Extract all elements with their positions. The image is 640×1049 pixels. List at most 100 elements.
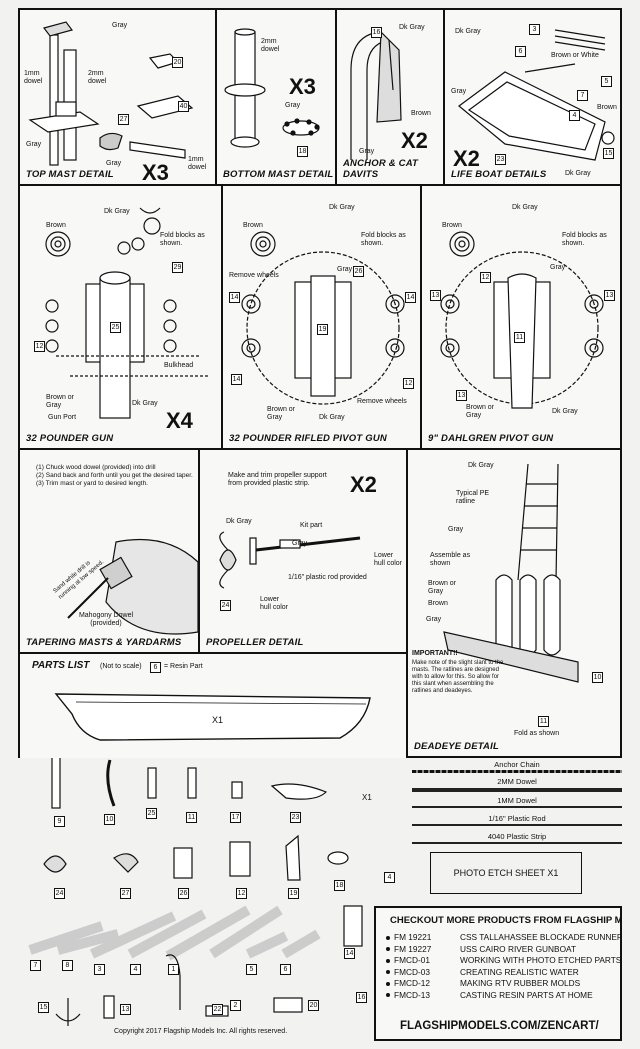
panel-title: 32 POUNDER GUN xyxy=(26,433,114,444)
part-number: 3 xyxy=(94,964,105,975)
label-gray: Gray xyxy=(337,266,353,273)
rod-label: 1/16" Plastic Rod xyxy=(488,814,546,823)
hull-multiplier: X1 xyxy=(212,715,224,725)
multiplier: X2 xyxy=(350,472,377,497)
label-gray: Gray xyxy=(451,88,467,95)
label-1mm-dowel: 1mm dowel xyxy=(188,156,207,171)
label-brown: Brown xyxy=(428,600,448,607)
label-remove-wheels: Remove wheels xyxy=(357,398,407,405)
bottom-mast-panel: 2mm dowel X3 Gray 18 BOTTOM MAST DETAIL xyxy=(215,8,337,186)
panel-title: LIFE BOAT DETAILS xyxy=(451,169,547,180)
part-number: 16 xyxy=(371,27,382,38)
multiplier: X2 xyxy=(401,128,428,153)
panel-title: ANCHOR & CAT DAVITS xyxy=(343,158,419,180)
plastic-rod-line xyxy=(412,824,622,826)
part-number: 14 xyxy=(405,292,416,303)
propeller-drawing xyxy=(219,531,361,589)
product-code: FMCD-13 xyxy=(394,989,430,1000)
part-number: 13 xyxy=(430,290,441,301)
part-number: 13 xyxy=(604,290,615,301)
panel-title: DEADEYE DETAIL xyxy=(414,741,499,752)
plastic-strip-line xyxy=(412,842,622,844)
dahlgren-panel: Dk Gray Brown Fold blocks as shown. Gray… xyxy=(420,184,622,450)
label-dk-gray: Dk Gray xyxy=(455,28,481,35)
label-dk-gray: Dk Gray xyxy=(226,518,252,525)
part-number: 12 xyxy=(236,888,247,899)
label-dk-gray: Dk Gray xyxy=(399,24,425,31)
part-number: 10 xyxy=(592,672,603,683)
label-2mm-dowel: 2mm dowel xyxy=(261,38,280,53)
part-number: 20 xyxy=(172,57,183,68)
top-mast-drawing xyxy=(28,21,194,166)
label-brown: Brown xyxy=(597,104,617,111)
part-number: 22 xyxy=(212,1004,223,1015)
panel-title: TAPERING MASTS & YARDARMS xyxy=(26,637,182,648)
rod-label: 4040 Plastic Strip xyxy=(487,832,547,841)
parts-list-panel: PARTS LIST (Not to scale) 6 = Resin Part… xyxy=(18,652,408,758)
lifeboat-drawing xyxy=(458,29,615,161)
label-dk-gray: Dk Gray xyxy=(132,400,158,407)
label-dk-gray: Dk Gray xyxy=(565,170,591,177)
propeller-panel: Make and trim propeller support from pro… xyxy=(198,448,408,654)
label-fold-as-shown: Fold as shown xyxy=(514,730,560,737)
part-number: 13 xyxy=(456,390,467,401)
part-number: 23 xyxy=(495,154,506,165)
part-number: 19 xyxy=(288,888,299,899)
part-number: 1 xyxy=(168,964,179,975)
part-number: 11 xyxy=(514,332,525,343)
panel-title: 9" DAHLGREN PIVOT GUN xyxy=(428,433,554,444)
label-brown-or-gray: Brown or Gray xyxy=(46,394,75,409)
part-number: 8 xyxy=(62,960,73,971)
label-lower-hull-color: Lower hull color xyxy=(260,596,289,611)
product-name: WORKING WITH PHOTO ETCHED PARTS xyxy=(460,955,622,965)
panel-title: BOTTOM MAST DETAIL xyxy=(223,169,334,180)
part-number: 25 xyxy=(146,808,157,819)
label-fold-blocks: Fold blocks as shown. xyxy=(160,232,205,247)
part-number: 7 xyxy=(577,90,588,101)
label-dk-gray: Dk Gray xyxy=(329,204,355,211)
part-number: 6 xyxy=(280,964,291,975)
part-number: 12 xyxy=(34,341,45,352)
rod-label: 1MM Dowel xyxy=(497,796,537,805)
parts-list-title: PARTS LIST xyxy=(32,660,90,671)
part-number: 24 xyxy=(220,600,231,611)
resin-part-label: = Resin Part xyxy=(164,663,203,670)
product-item[interactable]: FM 19227 USS CAIRO RIVER GUNBOAT xyxy=(386,943,620,956)
product-name: USS CAIRO RIVER GUNBOAT xyxy=(460,943,577,954)
product-item[interactable]: FMCD-01 WORKING WITH PHOTO ETCHED PARTS xyxy=(386,955,622,967)
label-fold-blocks: Fold blocks as shown. xyxy=(361,232,406,247)
product-code: FM 19227 xyxy=(394,943,432,954)
label-2mm-dowel: 2mm dowel xyxy=(88,70,107,85)
hull-drawing xyxy=(54,693,371,741)
drill-drawing xyxy=(67,539,198,635)
copyright: Copyright 2017 Flagship Models Inc. All … xyxy=(114,1028,288,1035)
label-remove-wheels: Remove wheels xyxy=(229,272,279,279)
label-bulkhead: Bulkhead xyxy=(164,362,194,369)
ad-title: CHECKOUT MORE PRODUCTS FROM FLAGSHIP MOD… xyxy=(390,915,622,926)
part-number: 5 xyxy=(246,964,257,975)
part-number: 14 xyxy=(231,374,242,385)
label-dk-gray: Dk Gray xyxy=(512,204,538,211)
website-link[interactable]: FLAGSHIPMODELS.COM/ZENCART/ xyxy=(400,1020,599,1032)
panel-title: PROPELLER DETAIL xyxy=(206,637,304,648)
label-gray: Gray xyxy=(285,102,301,109)
step-2: (2) Sand back and forth until you get th… xyxy=(36,472,193,479)
part-number: 19 xyxy=(317,324,328,335)
product-code: FM 19221 xyxy=(394,932,432,942)
label-brown: Brown xyxy=(46,222,66,229)
label-brown-or-gray: Brown or Gray xyxy=(466,404,495,419)
product-code: FMCD-01 xyxy=(394,955,430,965)
part-number: 26 xyxy=(353,266,364,277)
label-brown: Brown xyxy=(442,222,462,229)
part-number: 12 xyxy=(480,272,491,283)
product-name: MAKING RTV RUBBER MOLDS xyxy=(460,978,581,988)
part-number: 9 xyxy=(54,816,65,827)
anchor-chain-line xyxy=(412,770,622,773)
multiplier: X4 xyxy=(166,408,193,433)
label-typical-pe-ratline: Typical PE ratline xyxy=(456,490,490,505)
